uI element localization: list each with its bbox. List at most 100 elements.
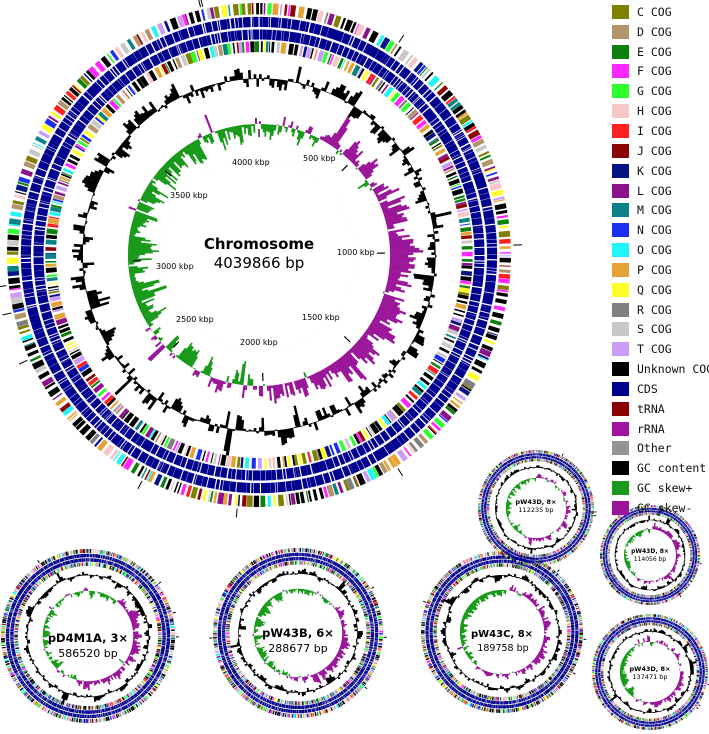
- legend-label: rRNA: [637, 421, 665, 436]
- legend-item: C COG: [612, 2, 709, 22]
- tick-label-2500: 2500 kbp: [176, 315, 214, 324]
- tick-circle: [265, 600, 331, 666]
- legend-label: Unknown COG: [637, 362, 709, 377]
- legend-item: GC skew+: [612, 478, 709, 498]
- plasmid-length-pw43d-137471: 137471 bp: [632, 673, 667, 681]
- legend-item: F COG: [612, 62, 709, 82]
- legend-item: rRNA: [612, 419, 709, 439]
- marker-tick: [679, 595, 682, 598]
- tick-circle: [163, 159, 355, 351]
- legend-label: H COG: [637, 104, 672, 119]
- legend-item: G COG: [612, 81, 709, 101]
- gc-skew-minus-plot: [634, 635, 685, 708]
- legend-swatch: [612, 163, 629, 178]
- legend-swatch: [612, 282, 629, 297]
- legend-swatch: [612, 481, 629, 496]
- legend-swatch: [612, 421, 629, 436]
- tick-label-3500: 3500 kbp: [170, 191, 208, 200]
- legend-swatch: [612, 342, 629, 357]
- plasmid-map-pw43d-112235: [478, 450, 597, 567]
- legend-swatch: [612, 143, 629, 158]
- legend-swatch: [612, 203, 629, 218]
- legend-item: H COG: [612, 101, 709, 121]
- legend-label: N COG: [637, 223, 672, 238]
- legend-label: S COG: [637, 322, 672, 337]
- legend-item: I COG: [612, 121, 709, 141]
- legend-swatch: [612, 401, 629, 416]
- legend-label: D COG: [637, 24, 672, 39]
- marker-tick: [37, 559, 40, 564]
- legend-swatch: [612, 322, 629, 337]
- marker-tick: [0, 285, 7, 287]
- legend-item: D COG: [612, 22, 709, 42]
- plasmid-name-pw43d-137471: pW43D, 8×: [630, 665, 671, 673]
- legend-label: E COG: [637, 44, 672, 59]
- tick-circle: [471, 601, 533, 663]
- legend-label: G COG: [637, 84, 672, 99]
- plasmid-length-pw43d-112235: 112235 bp: [518, 506, 553, 514]
- marker-tick: [172, 611, 176, 614]
- plasmid-map-pw43d-137471: [591, 614, 709, 731]
- feature-arc: [49, 46, 428, 469]
- legend-item: tRNA: [612, 399, 709, 419]
- legend-swatch: [612, 501, 629, 516]
- legend-item: O COG: [612, 240, 709, 260]
- legend-swatch: [612, 104, 629, 119]
- marker-tick: [200, 0, 204, 7]
- marker-tick: [137, 480, 143, 490]
- plasmid-name-pw43d-114056: pW43D, 8×: [631, 548, 669, 555]
- legend-swatch: [612, 64, 629, 79]
- tick-label-1500: 1500 kbp: [302, 313, 340, 322]
- plasmid-length-pw43b: 288677 bp: [268, 642, 327, 655]
- legend-item: GC content: [612, 458, 709, 478]
- marker-tick: [561, 453, 564, 456]
- legend-item: E COG: [612, 42, 709, 62]
- legend-swatch: [612, 123, 629, 138]
- tick-circle: [54, 602, 122, 670]
- legend-label: C COG: [637, 4, 672, 19]
- legend-label: GC skew-: [637, 501, 693, 516]
- kbp-tick: [343, 336, 351, 343]
- legend-label: tRNA: [637, 401, 665, 416]
- legend-item: GC skew-: [612, 498, 709, 518]
- chromosome-length: 4039866 bp: [214, 254, 305, 272]
- legend-swatch: [612, 84, 629, 99]
- tick-circle: [513, 485, 559, 531]
- plasmid-map-pw43b: [209, 548, 387, 719]
- legend-label: R COG: [637, 302, 672, 317]
- legend-item: Q COG: [612, 280, 709, 300]
- marker-tick: [398, 34, 405, 43]
- legend-item: N COG: [612, 220, 709, 240]
- legend-label: M COG: [637, 203, 672, 218]
- legend-swatch: [612, 262, 629, 277]
- marker-tick: [698, 704, 701, 707]
- marker-tick: [19, 359, 28, 365]
- marker-tick: [2, 312, 12, 316]
- legend-swatch: [612, 4, 629, 19]
- legend-swatch: [612, 44, 629, 59]
- plasmid-name-pw43c: pW43C, 8×: [471, 629, 533, 640]
- plasmid-length-pw43c: 189758 bp: [477, 643, 528, 654]
- legend-label: P COG: [637, 262, 672, 277]
- legend-label: I COG: [637, 123, 672, 138]
- legend-item: L COG: [612, 181, 709, 201]
- legend-item: Unknown COG: [612, 359, 709, 379]
- legend-item: M COG: [612, 200, 709, 220]
- kbp-tick: [341, 164, 348, 172]
- legend-item: K COG: [612, 161, 709, 181]
- tick-label-2000: 2000 kbp: [240, 338, 278, 347]
- chromosome-map: [0, 0, 523, 518]
- marker-tick: [364, 686, 368, 690]
- marker-tick: [572, 672, 576, 675]
- tick-label-3000: 3000 kbp: [156, 262, 194, 271]
- legend-item: S COG: [612, 320, 709, 340]
- legend-label: K COG: [637, 163, 672, 178]
- legend-item: J COG: [612, 141, 709, 161]
- plasmid-map-pw43c: [420, 550, 587, 713]
- marker-tick: [557, 569, 560, 573]
- kbp-tick: [172, 341, 180, 348]
- legend-label: T COG: [637, 342, 672, 357]
- marker-tick: [235, 508, 238, 518]
